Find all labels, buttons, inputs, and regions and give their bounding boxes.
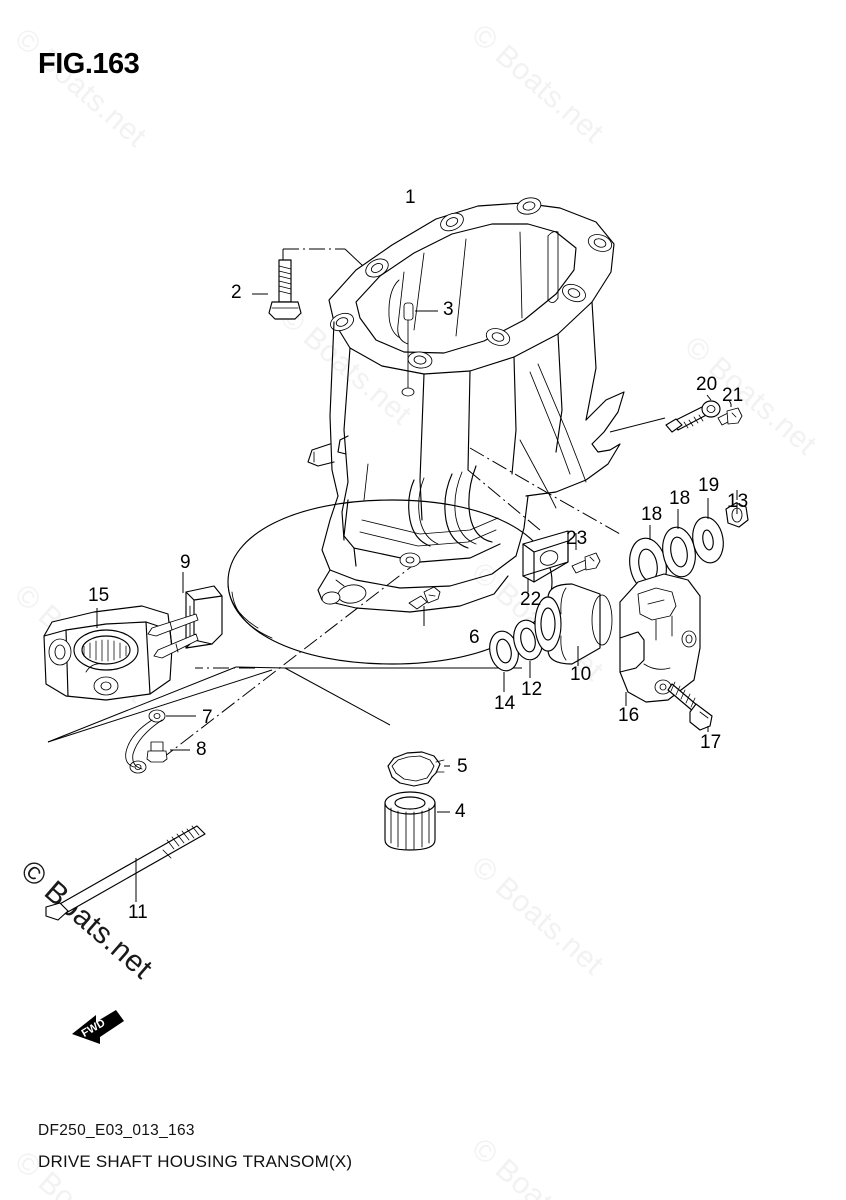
callout-1: 1	[405, 187, 416, 208]
callout-6: 6	[469, 627, 480, 648]
part-anode-bar	[665, 394, 721, 433]
part-washer-14	[489, 630, 519, 692]
part-snap-ring	[387, 751, 450, 787]
callout-16: 16	[618, 705, 640, 726]
fwd-arrow-marker: FWD	[72, 1010, 124, 1044]
part-bolt-6	[408, 586, 441, 626]
callout-23: 23	[566, 528, 588, 549]
part-mount-bushing	[534, 583, 613, 666]
part-plate-bolt-23	[571, 533, 601, 574]
diagram-code: DF250_E03_013_163	[38, 1122, 195, 1139]
callout-3: 3	[443, 299, 454, 320]
callout-7: 7	[202, 707, 213, 728]
figure-title: FIG.163	[38, 48, 140, 80]
part-flange-bolt	[252, 259, 302, 320]
callout-8: 8	[196, 739, 207, 760]
callout-14: 14	[494, 693, 516, 714]
part-lower-mount-bracket	[43, 605, 173, 701]
callout-12: 12	[521, 679, 543, 700]
part-rubber-mount	[147, 572, 223, 659]
callout-4: 4	[455, 801, 466, 822]
anti-cavitation-plate	[227, 499, 553, 665]
part-plate-22	[522, 530, 569, 592]
callout-22: 22	[520, 589, 542, 610]
callout-17: 17	[700, 732, 722, 753]
part-long-through-bolt	[45, 825, 206, 921]
callout-18a: 18	[641, 504, 663, 525]
callout-5: 5	[457, 756, 468, 777]
callout-13: 13	[727, 491, 749, 512]
diagram-caption: DRIVE SHAFT HOUSING TRANSOM(X)	[38, 1152, 353, 1171]
callout-15: 15	[88, 585, 110, 606]
part-dowel-pin	[401, 302, 438, 397]
callout-2: 2	[231, 282, 242, 303]
part-drive-shaft-housing	[307, 197, 625, 613]
part-ground-bolt	[146, 741, 190, 763]
callout-18b: 18	[669, 488, 691, 509]
callout-11: 11	[128, 902, 148, 923]
callout-9: 9	[180, 552, 191, 573]
callout-19: 19	[698, 475, 720, 496]
callout-21: 21	[722, 385, 744, 406]
part-anode-bolt-21	[717, 399, 743, 426]
part-nut-13	[725, 490, 749, 528]
part-mount-clamp	[619, 573, 701, 706]
callout-20: 20	[696, 374, 718, 395]
part-washer-19	[692, 498, 724, 564]
callout-10: 10	[570, 664, 592, 685]
part-clamp-bolt	[667, 681, 713, 732]
part-ground-lead	[125, 709, 196, 774]
part-splined-coupler	[384, 791, 450, 851]
